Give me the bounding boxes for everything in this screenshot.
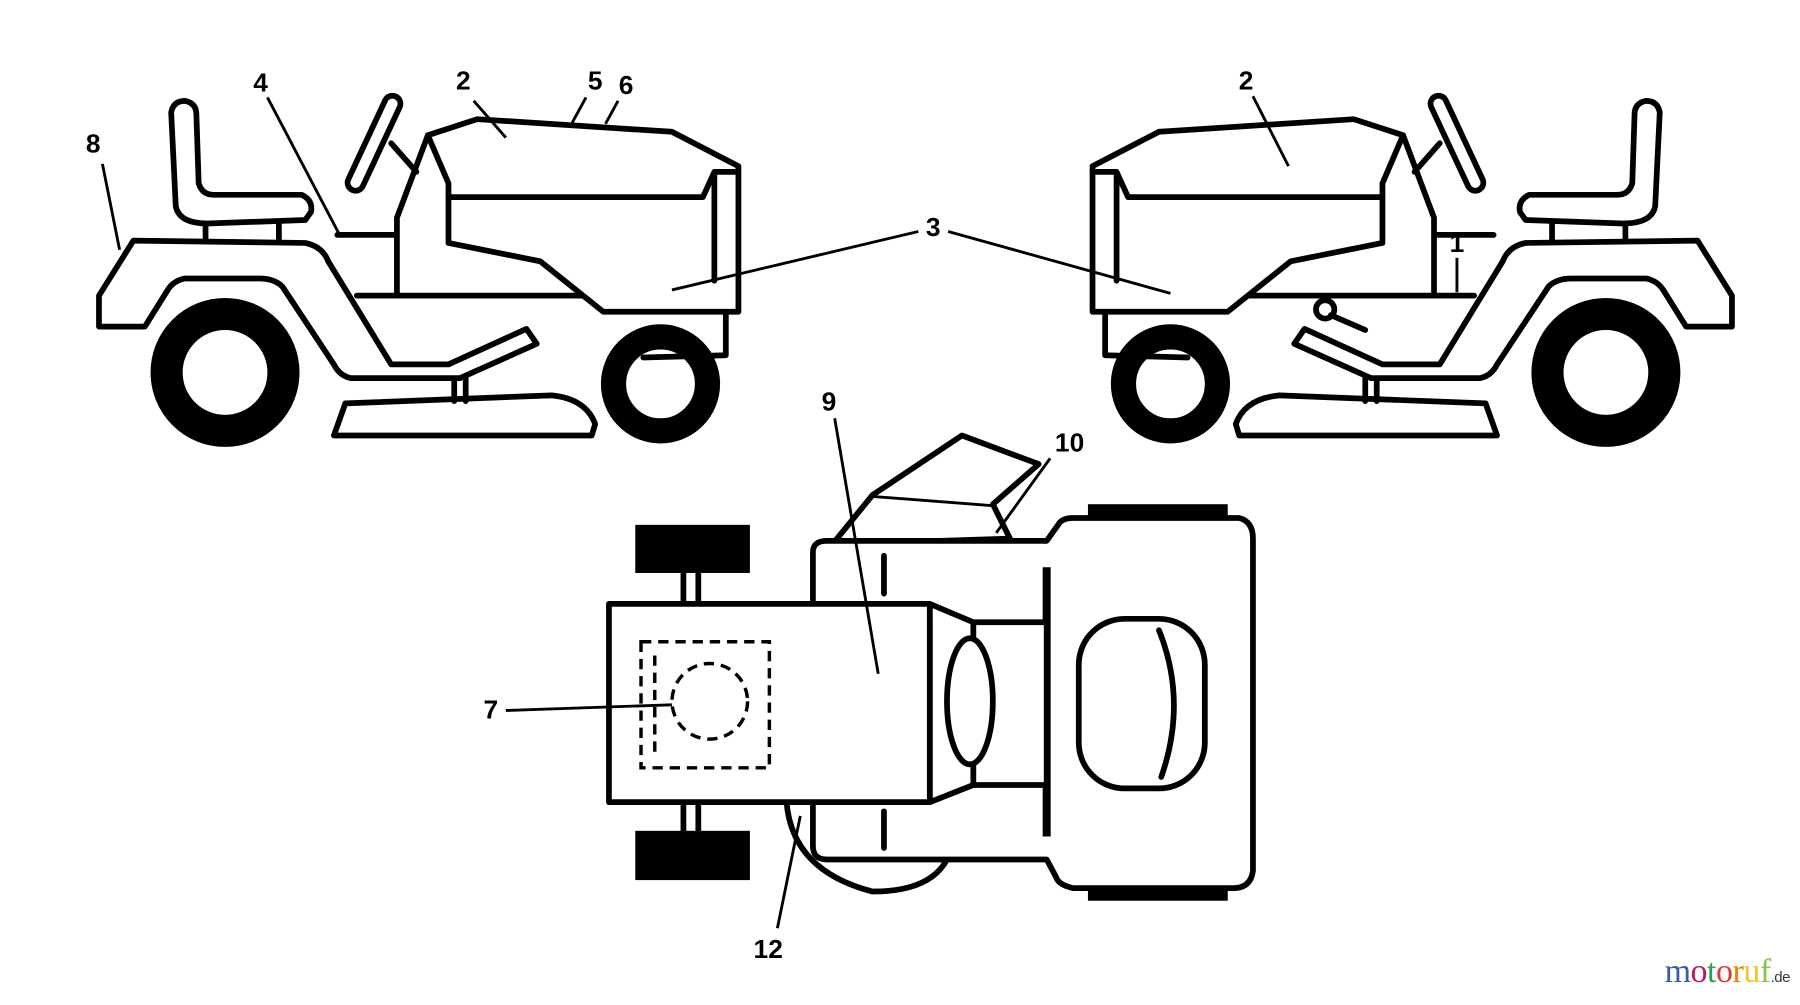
rear-fender — [96, 237, 540, 382]
left-side-view-tractor — [96, 92, 742, 447]
callout-10: 10 — [1055, 428, 1084, 458]
motoruf-logo: motoruf.de — [1664, 953, 1791, 991]
seat — [168, 97, 315, 227]
seat-top — [1075, 615, 1208, 792]
logo-wordmark: motoruf — [1664, 953, 1772, 991]
callout-leaders-right — [1251, 95, 1459, 293]
engine-outline-dashed — [639, 640, 772, 770]
rear-wheel — [150, 297, 300, 447]
callout-7: 7 — [484, 695, 499, 725]
hood — [425, 116, 742, 315]
callout-2-left: 2 — [456, 65, 471, 95]
steering-column — [388, 140, 420, 175]
logo-letter: u — [1743, 953, 1760, 990]
callout-8: 8 — [86, 128, 101, 158]
deck-hanger — [451, 375, 469, 404]
callout-3: 3 — [926, 212, 941, 242]
callout-labels: 8 4 2 5 6 3 2 1 9 10 7 12 — [86, 65, 1464, 964]
callout-leaders-top — [505, 418, 1052, 929]
callout-12: 12 — [754, 934, 783, 964]
top-view-tractor — [606, 432, 1256, 901]
callout-4: 4 — [253, 68, 268, 98]
right-side-view-tractor — [1093, 93, 1732, 435]
mower-deck — [331, 392, 599, 439]
front-wheel — [600, 324, 721, 444]
lift-lever — [1328, 312, 1369, 333]
air-filter-outline-dashed — [670, 661, 750, 741]
logo-letter: o — [1690, 953, 1708, 990]
callout-leaders-left — [101, 96, 620, 251]
logo-letter: r — [1732, 953, 1744, 990]
headlight — [944, 635, 996, 768]
rear-wheel-bottom — [635, 830, 750, 881]
callout-2-right: 2 — [1239, 65, 1254, 95]
logo-letter: m — [1664, 953, 1691, 990]
seat-back-curve — [1156, 627, 1177, 780]
logo-letter: f — [1759, 953, 1771, 990]
rear-wheel-top — [635, 524, 750, 573]
callout-6: 6 — [619, 70, 634, 100]
front-frame — [640, 306, 729, 361]
callout-9: 9 — [822, 386, 837, 416]
hood-detail — [445, 169, 738, 284]
callout-5: 5 — [588, 65, 603, 95]
rear-axle — [680, 570, 702, 834]
logo-letter: t — [1707, 953, 1716, 990]
callout-lines — [101, 95, 1459, 929]
steering-top — [869, 432, 1042, 508]
callout-leaders-3 — [671, 230, 1171, 295]
logo-letter: o — [1715, 953, 1733, 990]
callout-1: 1 — [1450, 228, 1465, 258]
dash-panel — [334, 132, 431, 299]
steering-wheel — [344, 92, 404, 194]
logo-tld: .de — [1770, 969, 1791, 986]
